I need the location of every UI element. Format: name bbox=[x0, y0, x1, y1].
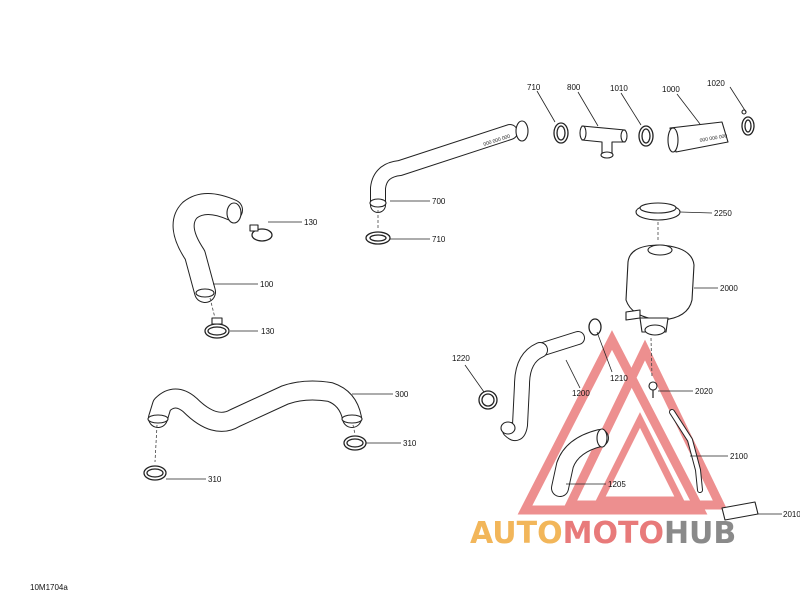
callout-2020: 2020 bbox=[695, 387, 713, 396]
callout-2100: 2100 bbox=[730, 452, 748, 461]
callout-2000: 2000 bbox=[720, 284, 738, 293]
callout-310-right: 310 bbox=[403, 439, 417, 448]
callout-2250: 2250 bbox=[714, 209, 732, 218]
expansion-tank-2000 bbox=[625, 244, 695, 336]
callout-100: 100 bbox=[260, 280, 274, 289]
svg-text:AUTOMOTOHUB: AUTOMOTOHUB bbox=[470, 516, 736, 551]
clamp-310-left bbox=[143, 465, 167, 481]
watermark-hub: HUB bbox=[664, 516, 736, 551]
callout-2010: 2010 bbox=[783, 510, 800, 519]
callout-labels: 710 800 1010 1000 1020 700 710 2250 130 … bbox=[208, 79, 800, 519]
clamp-130-bottom bbox=[204, 317, 230, 339]
hose-1210 bbox=[533, 318, 602, 357]
hose-1200 bbox=[500, 342, 548, 441]
hose-700: 000 000 000 bbox=[369, 120, 529, 213]
callout-800: 800 bbox=[567, 83, 581, 92]
callout-1010: 1010 bbox=[610, 84, 628, 93]
hose-300 bbox=[147, 380, 363, 432]
callout-1200: 1200 bbox=[572, 389, 590, 398]
hose-100 bbox=[172, 193, 243, 303]
callout-710-bottom: 710 bbox=[432, 235, 446, 244]
clamp-710-top bbox=[553, 122, 569, 144]
clamp-1020 bbox=[741, 109, 755, 136]
clamp-130-top bbox=[249, 224, 273, 242]
callout-130-top: 130 bbox=[304, 218, 318, 227]
clamp-1010 bbox=[638, 125, 654, 147]
callout-1220: 1220 bbox=[452, 354, 470, 363]
diagram-reference-code: 10M1704a bbox=[30, 583, 68, 592]
svg-text:000 000 000: 000 000 000 bbox=[699, 133, 728, 144]
callout-130-bottom: 130 bbox=[261, 327, 275, 336]
callout-310-left: 310 bbox=[208, 475, 222, 484]
cap-2250 bbox=[635, 202, 681, 221]
hose-1000: 000 000 000 bbox=[667, 121, 729, 153]
watermark-text: AUTOMOTOHUB bbox=[470, 516, 736, 551]
watermark-auto: AUTO bbox=[470, 516, 563, 551]
clamp-1220 bbox=[478, 390, 498, 410]
callout-1020: 1020 bbox=[707, 79, 725, 88]
t-fitting-800 bbox=[579, 125, 628, 159]
clamp-310-right bbox=[343, 435, 367, 451]
hose-1205 bbox=[551, 428, 609, 497]
clamp-710-bottom bbox=[365, 231, 391, 245]
watermark-moto: MOTO bbox=[563, 516, 664, 551]
leader-lines bbox=[166, 86, 782, 515]
callout-1000: 1000 bbox=[662, 85, 680, 94]
callout-300: 300 bbox=[395, 390, 409, 399]
screw-2020 bbox=[648, 381, 658, 398]
callout-1210: 1210 bbox=[610, 374, 628, 383]
callout-1205: 1205 bbox=[608, 480, 626, 489]
callout-700: 700 bbox=[432, 197, 446, 206]
hose-2100 bbox=[669, 409, 703, 493]
callout-710-top: 710 bbox=[527, 83, 541, 92]
